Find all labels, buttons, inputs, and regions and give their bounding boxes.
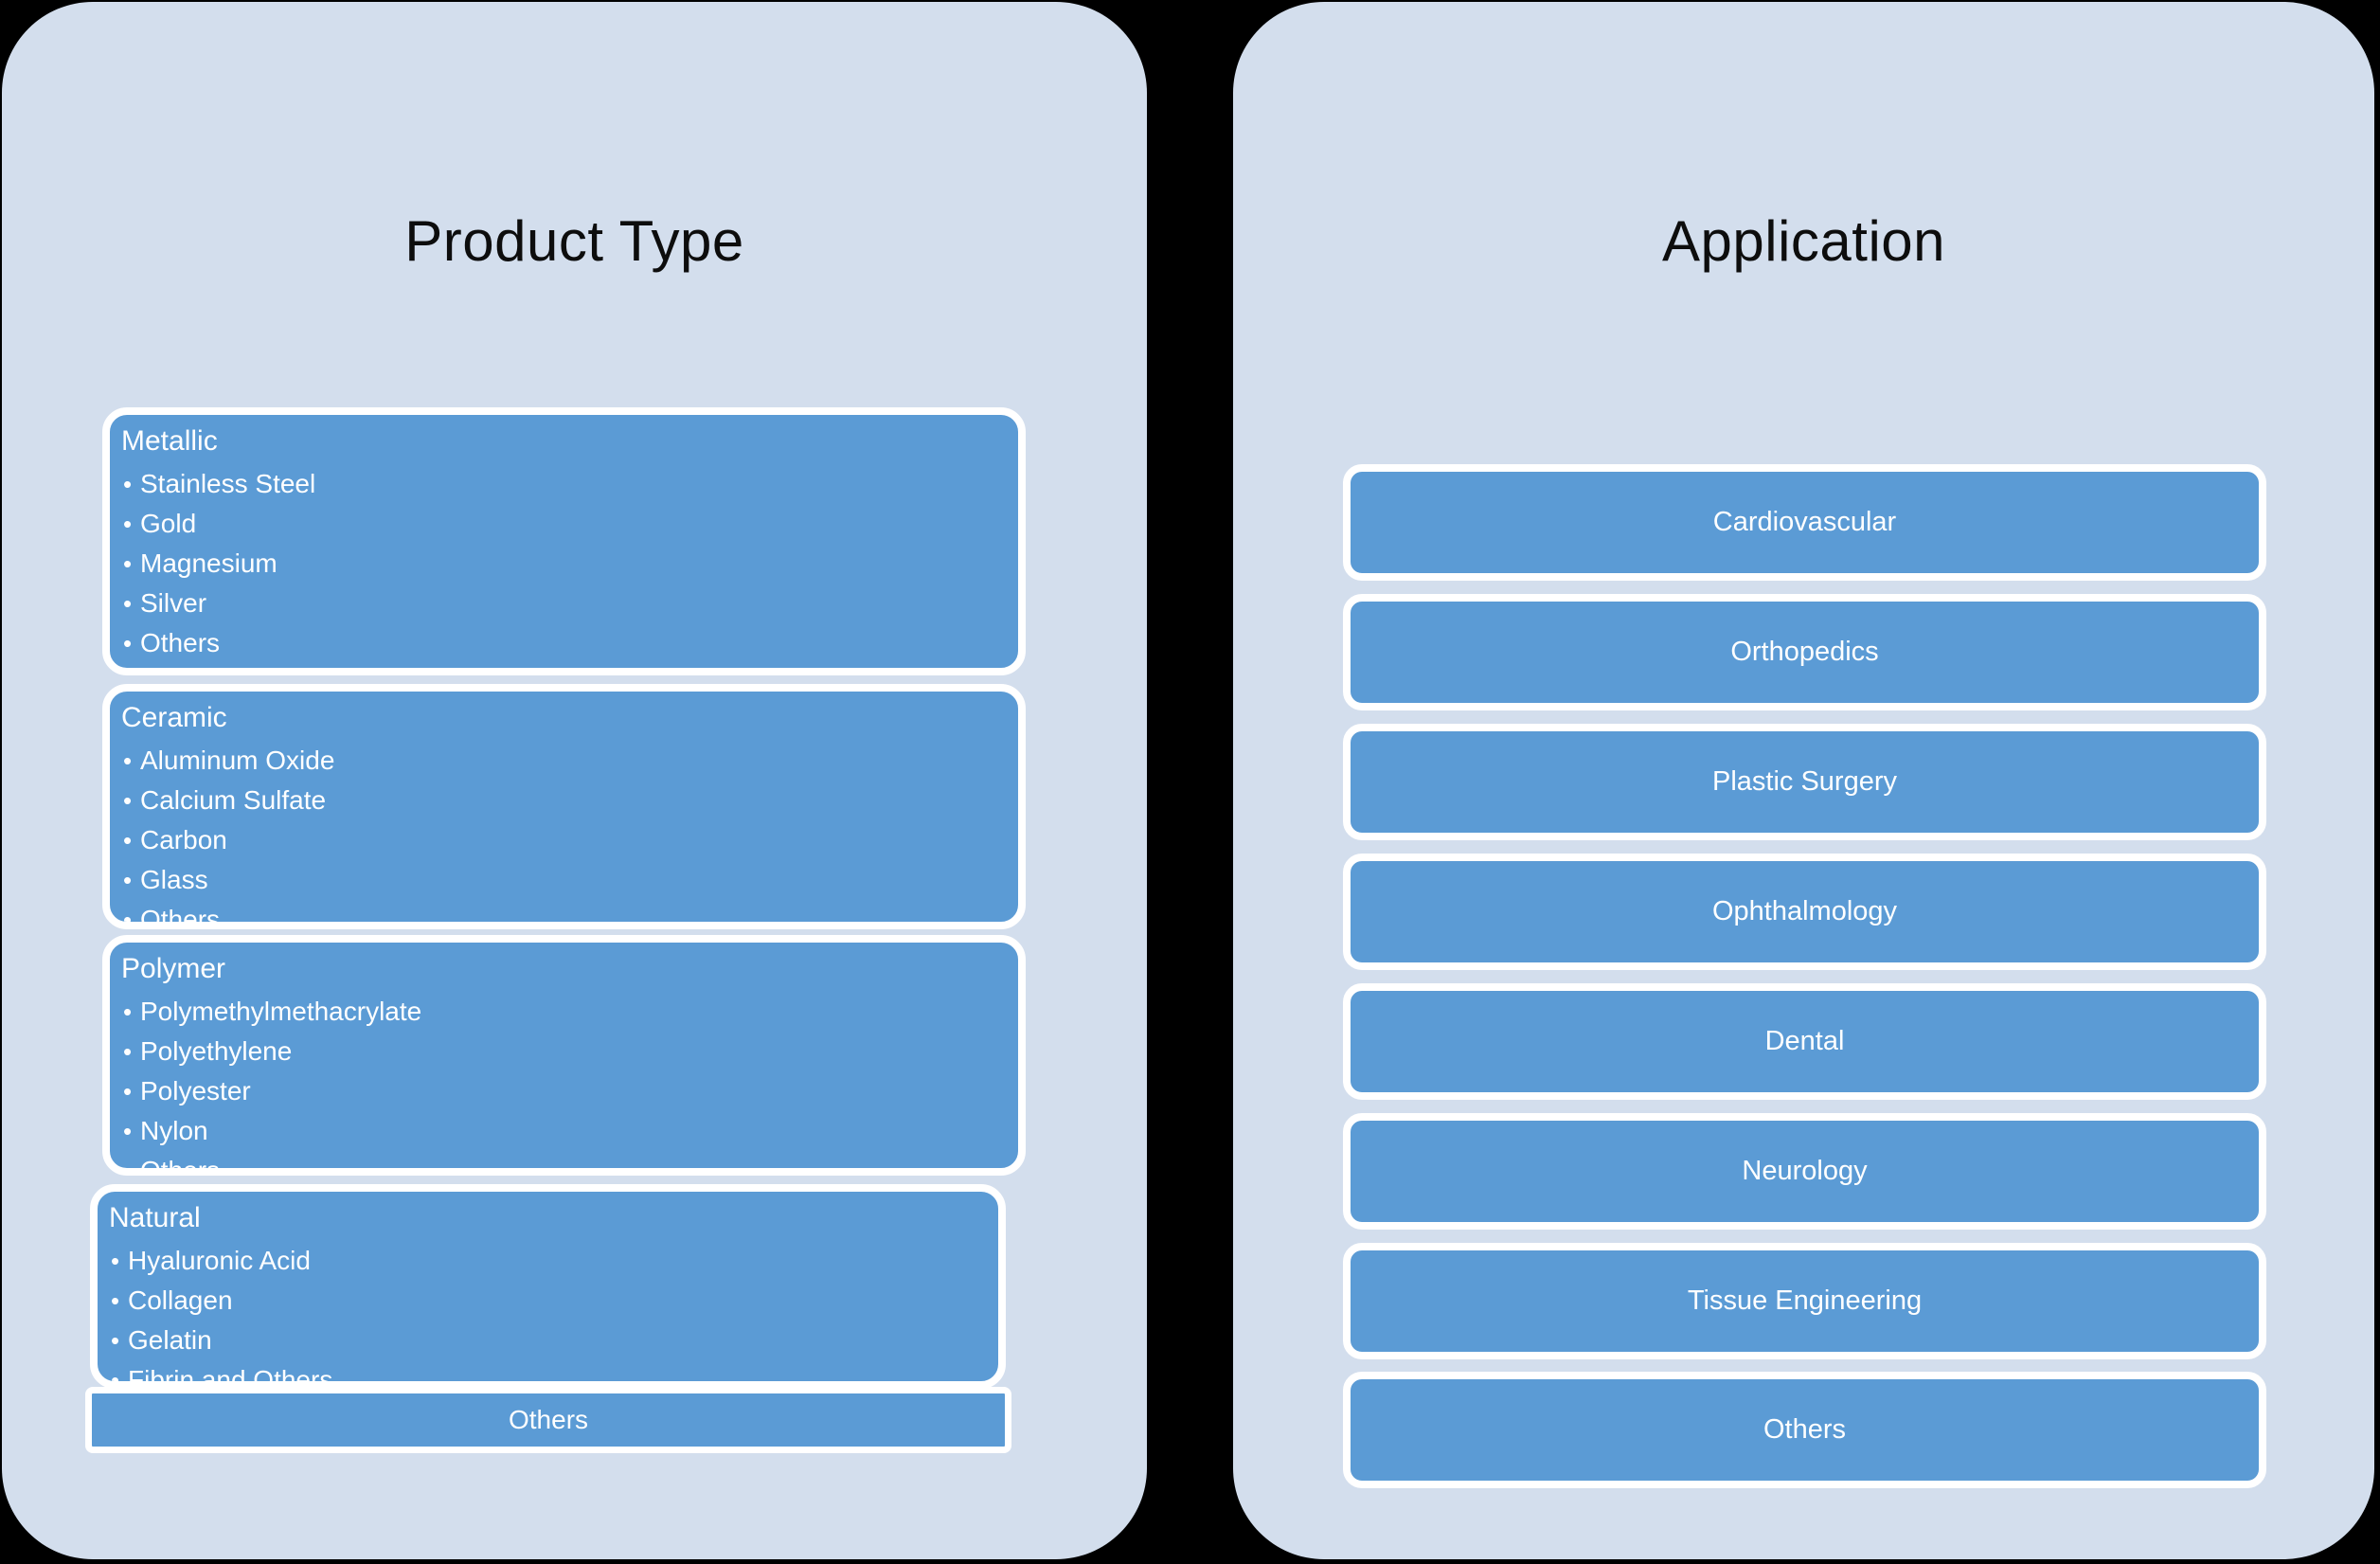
bullet-icon: • (123, 826, 133, 854)
list-item-label: Glass (140, 865, 208, 894)
group-header-polymer: Polymer (121, 953, 226, 984)
list-item-label: Nylon (140, 1116, 208, 1145)
bullet-icon: • (123, 746, 133, 775)
bullet-icon: • (123, 589, 133, 618)
list-item: •Others (123, 623, 1018, 663)
list-item: •Glass (123, 860, 1018, 900)
metallic-item-list: •Stainless Steel •Gold •Magnesium •Silve… (110, 464, 1018, 663)
app-box-neurology: Neurology (1343, 1113, 2266, 1230)
bullet-icon: • (123, 629, 133, 657)
product-type-title: Product Type (404, 209, 744, 273)
app-box-label: Dental (1764, 1026, 1845, 1056)
app-box-tissue-engineering: Tissue Engineering (1343, 1243, 2266, 1359)
list-item: •Calcium Sulfate (123, 781, 1018, 820)
group-header-natural: Natural (109, 1202, 201, 1233)
bullet-icon: • (111, 1286, 120, 1315)
list-item-label: Others (140, 628, 221, 657)
list-item-label: Carbon (140, 825, 227, 854)
bullet-icon: • (123, 906, 133, 929)
list-item-label: Aluminum Oxide (140, 746, 335, 775)
bullet-icon: • (123, 1157, 133, 1176)
bullet-icon: • (123, 510, 133, 538)
app-box-orthopedics: Orthopedics (1343, 594, 2266, 710)
app-box-ophthalmology: Ophthalmology (1343, 854, 2266, 970)
bullet-icon: • (123, 1077, 133, 1106)
application-panel: Application Cardiovascular Orthopedics P… (1233, 2, 2374, 1559)
group-header-metallic: Metallic (121, 425, 218, 457)
list-item: •Nylon (123, 1111, 1018, 1151)
group-box-ceramic: Ceramic •Aluminum Oxide •Calcium Sulfate… (102, 684, 1026, 929)
list-item: •Gold (123, 504, 1018, 544)
bullet-icon: • (123, 998, 133, 1026)
app-box-cardiovascular: Cardiovascular (1343, 464, 2266, 581)
list-item-label: Magnesium (140, 548, 277, 578)
list-item: • Fibrin and Others (111, 1360, 998, 1389)
list-item-label: Fibrin and Others (128, 1365, 333, 1389)
app-box-others: Others (1343, 1372, 2266, 1488)
list-item-label: Gelatin (128, 1325, 212, 1355)
bullet-icon: • (123, 786, 133, 815)
list-item: •Carbon (123, 820, 1018, 860)
application-title: Application (1661, 209, 1946, 273)
list-item: •Polyethylene (123, 1032, 1018, 1071)
bullet-icon: • (111, 1366, 120, 1389)
group-box-natural: Natural • Hyaluronic Acid • Collagen • Gela… (90, 1184, 1006, 1389)
app-box-label: Orthopedics (1730, 637, 1879, 667)
polymer-item-list: •Polymethylmethacrylate •Polyethylene •P… (110, 992, 1018, 1176)
app-box-label: Tissue Engineering (1687, 1285, 1923, 1316)
others-bar-label: Others (508, 1405, 589, 1434)
bullet-icon: • (123, 1117, 133, 1145)
list-item: • Collagen (111, 1281, 998, 1321)
list-item-label: Others (140, 905, 221, 929)
ceramic-item-list: •Aluminum Oxide •Calcium Sulfate •Carbon… (110, 741, 1018, 929)
app-box-label: Neurology (1742, 1156, 1868, 1186)
natural-item-list: • Hyaluronic Acid • Collagen • Gelatin • Fib… (98, 1241, 998, 1389)
bullet-icon: • (111, 1247, 120, 1275)
list-item: •Silver (123, 584, 1018, 623)
list-item: •Magnesium (123, 544, 1018, 584)
app-box-label: Cardiovascular (1712, 507, 1897, 537)
list-item: •Stainless Steel (123, 464, 1018, 504)
list-item-label: Polyethylene (140, 1036, 293, 1066)
list-item-label: Calcium Sulfate (140, 785, 327, 815)
group-box-polymer: Polymer •Polymethylmethacrylate •Polyeth… (102, 935, 1026, 1176)
bullet-icon: • (111, 1326, 120, 1355)
app-box-label: Ophthalmology (1711, 896, 1898, 926)
bullet-icon: • (123, 470, 133, 498)
list-item: • Others (123, 900, 1018, 929)
list-item-label: Stainless Steel (140, 469, 316, 498)
list-item: • Gelatin (111, 1321, 998, 1360)
list-item-label: Polyester (140, 1076, 251, 1106)
list-item-label: Others (140, 1156, 221, 1176)
list-item: • Others (123, 1151, 1018, 1176)
list-item: •Polyester (123, 1071, 1018, 1111)
list-item: • Hyaluronic Acid (111, 1241, 998, 1281)
list-item: •Aluminum Oxide (123, 741, 1018, 781)
bullet-icon: • (123, 1037, 133, 1066)
bullet-icon: • (123, 549, 133, 578)
list-item-label: Silver (140, 588, 207, 618)
list-item-label: Gold (140, 509, 197, 538)
app-box-plastic-surgery: Plastic Surgery (1343, 724, 2266, 840)
group-header-ceramic: Ceramic (121, 702, 227, 733)
group-box-metallic: Metallic •Stainless Steel •Gold •Magnesi… (102, 407, 1026, 675)
list-item-label: Collagen (128, 1285, 233, 1315)
product-type-others-bar: Others (85, 1387, 1011, 1453)
app-box-dental: Dental (1343, 983, 2266, 1100)
product-type-panel: Product Type Metallic •Stainless Steel •… (2, 2, 1147, 1559)
bullet-icon: • (123, 866, 133, 894)
app-box-label: Others (1763, 1414, 1847, 1445)
list-item-label: Hyaluronic Acid (128, 1246, 311, 1275)
app-box-label: Plastic Surgery (1711, 766, 1897, 797)
list-item: •Polymethylmethacrylate (123, 992, 1018, 1032)
list-item-label: Polymethylmethacrylate (140, 997, 422, 1026)
